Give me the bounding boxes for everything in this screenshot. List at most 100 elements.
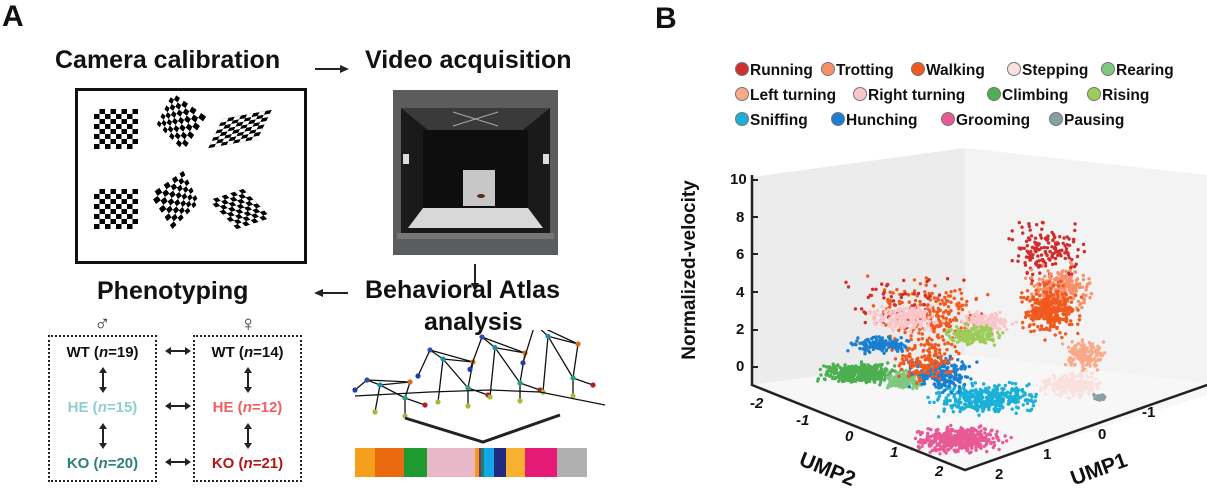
scatter-point-rearing [888, 384, 893, 389]
skeleton-bone [442, 358, 474, 363]
scatter-point-stepping [1068, 372, 1072, 376]
scatter-point-hunching [969, 377, 973, 381]
scatter-point-running [1050, 255, 1054, 259]
scatter-point-rearing [912, 384, 916, 388]
x-tick-label: 1 [890, 444, 899, 461]
scatter-point-right-turning [975, 316, 980, 320]
scatter-point-walking [957, 311, 961, 315]
scatter-point-walking [950, 357, 954, 361]
scatter-point-running [882, 296, 886, 300]
scatter-point-running [859, 307, 864, 311]
scatter-point-stepping [1085, 386, 1089, 391]
scatter-point-walking [938, 322, 943, 326]
scatter-point-left-turning [1094, 363, 1098, 367]
skeleton-bone [374, 384, 381, 413]
scatter-point-walking [1040, 304, 1044, 308]
scatter-point-stepping [1043, 385, 1047, 390]
scatter-point-walking [1034, 305, 1038, 310]
scatter-point-right-turning [994, 316, 999, 321]
scatter-point-right-turning [965, 317, 969, 322]
scatter-point-hunching [957, 390, 961, 394]
scatter-point-rearing [911, 377, 915, 382]
scatter-point-climbing [816, 377, 820, 381]
scatter-point-trotting [1061, 269, 1065, 273]
scatter-point-walking [1045, 296, 1050, 300]
scatter-point-running [846, 285, 851, 289]
scatter-point-walking [1069, 296, 1073, 300]
scatter-point-hunching [906, 339, 911, 343]
scatter-point-stepping [1087, 392, 1091, 396]
scatter-point-right-turning [882, 317, 886, 321]
scatter-point-sniffing [1005, 390, 1010, 394]
scatter-point-right-turning [901, 307, 905, 311]
scatter-point-left-turning [1082, 358, 1087, 362]
scatter-point-climbing [834, 367, 839, 372]
scatter-point-running [1025, 271, 1029, 275]
scatter-point-sniffing [942, 407, 946, 411]
scatter-point-sniffing [997, 404, 1002, 408]
camera-calibration-heading: Camera calibration [55, 46, 281, 74]
scatter-point-walking [1030, 313, 1034, 317]
scatter-point-walking [1069, 319, 1073, 323]
scatter-point-right-turning [871, 314, 876, 318]
scatter-point-climbing [833, 376, 837, 381]
scatter-point-walking [1020, 291, 1024, 295]
scatter-point-rearing [905, 378, 909, 382]
scatter-point-walking [916, 375, 921, 379]
scatter-point-right-turning [886, 308, 890, 312]
scatter-point-left-turning [1081, 350, 1086, 354]
scatter-point-rearing [898, 378, 902, 382]
scatter-point-trotting [1068, 290, 1072, 294]
scatter-point-hunching [955, 367, 959, 372]
skeleton-bone [429, 349, 444, 360]
scatter-point-trotting [1052, 277, 1057, 281]
scatter-point-hunching [882, 351, 886, 355]
vertical-double-arrow-icon [243, 367, 252, 393]
scatter-point-trotting [1044, 279, 1049, 283]
scatter-point-grooming [997, 438, 1001, 443]
scatter-point-hunching [856, 336, 860, 340]
scatter-point-running [928, 294, 932, 298]
scatter-point-hunching [947, 375, 952, 380]
scatter-point-walking [1026, 310, 1031, 314]
scatter-point-hunching [895, 338, 899, 342]
scatter-point-walking [965, 299, 969, 304]
scatter-point-right-turning [987, 321, 991, 325]
scatter-point-running [937, 293, 942, 297]
scatter-point-right-turning [998, 310, 1002, 315]
scatter-point-climbing [863, 369, 867, 374]
scatter-point-grooming [913, 436, 918, 441]
scatter-point-sniffing [928, 400, 932, 405]
skeleton-joint [590, 382, 596, 388]
scatter-point-right-turning [891, 328, 895, 332]
scatter-point-running [1028, 228, 1032, 232]
back-right-wall [965, 148, 1207, 383]
legend-swatch-icon [941, 112, 955, 126]
scatter-point-hunching [920, 374, 925, 378]
scatter-point-left-turning [1097, 346, 1102, 350]
scatter-point-left-turning [1060, 342, 1065, 346]
scatter-point-walking [1048, 290, 1053, 294]
scatter-point-running [1052, 235, 1057, 240]
scatter-point-hunching [880, 339, 884, 343]
scatter-point-grooming [979, 436, 983, 441]
scatter-point-walking [911, 363, 915, 367]
scatter-point-stepping [1069, 388, 1073, 392]
scatter-point-right-turning [967, 310, 971, 314]
scatter-point-stepping [1054, 392, 1059, 397]
scatter-point-right-turning [900, 326, 904, 330]
scatter-point-walking [937, 348, 942, 352]
scatter-point-right-turning [928, 305, 932, 309]
scatter-point-grooming [965, 431, 969, 435]
scatter-point-trotting [1073, 270, 1077, 274]
scatter-point-left-turning [1072, 353, 1077, 357]
scatter-point-walking [1063, 297, 1068, 301]
scatter-point-walking [1027, 324, 1032, 329]
scatter-point-left-turning [1101, 340, 1106, 344]
scatter-point-walking [935, 313, 940, 318]
scatter-point-grooming [969, 450, 973, 454]
scatter-point-rising [986, 337, 990, 341]
scatter-point-walking [1032, 329, 1036, 333]
scatter-point-running [1016, 254, 1021, 258]
scatter-point-left-turning [1070, 340, 1074, 344]
